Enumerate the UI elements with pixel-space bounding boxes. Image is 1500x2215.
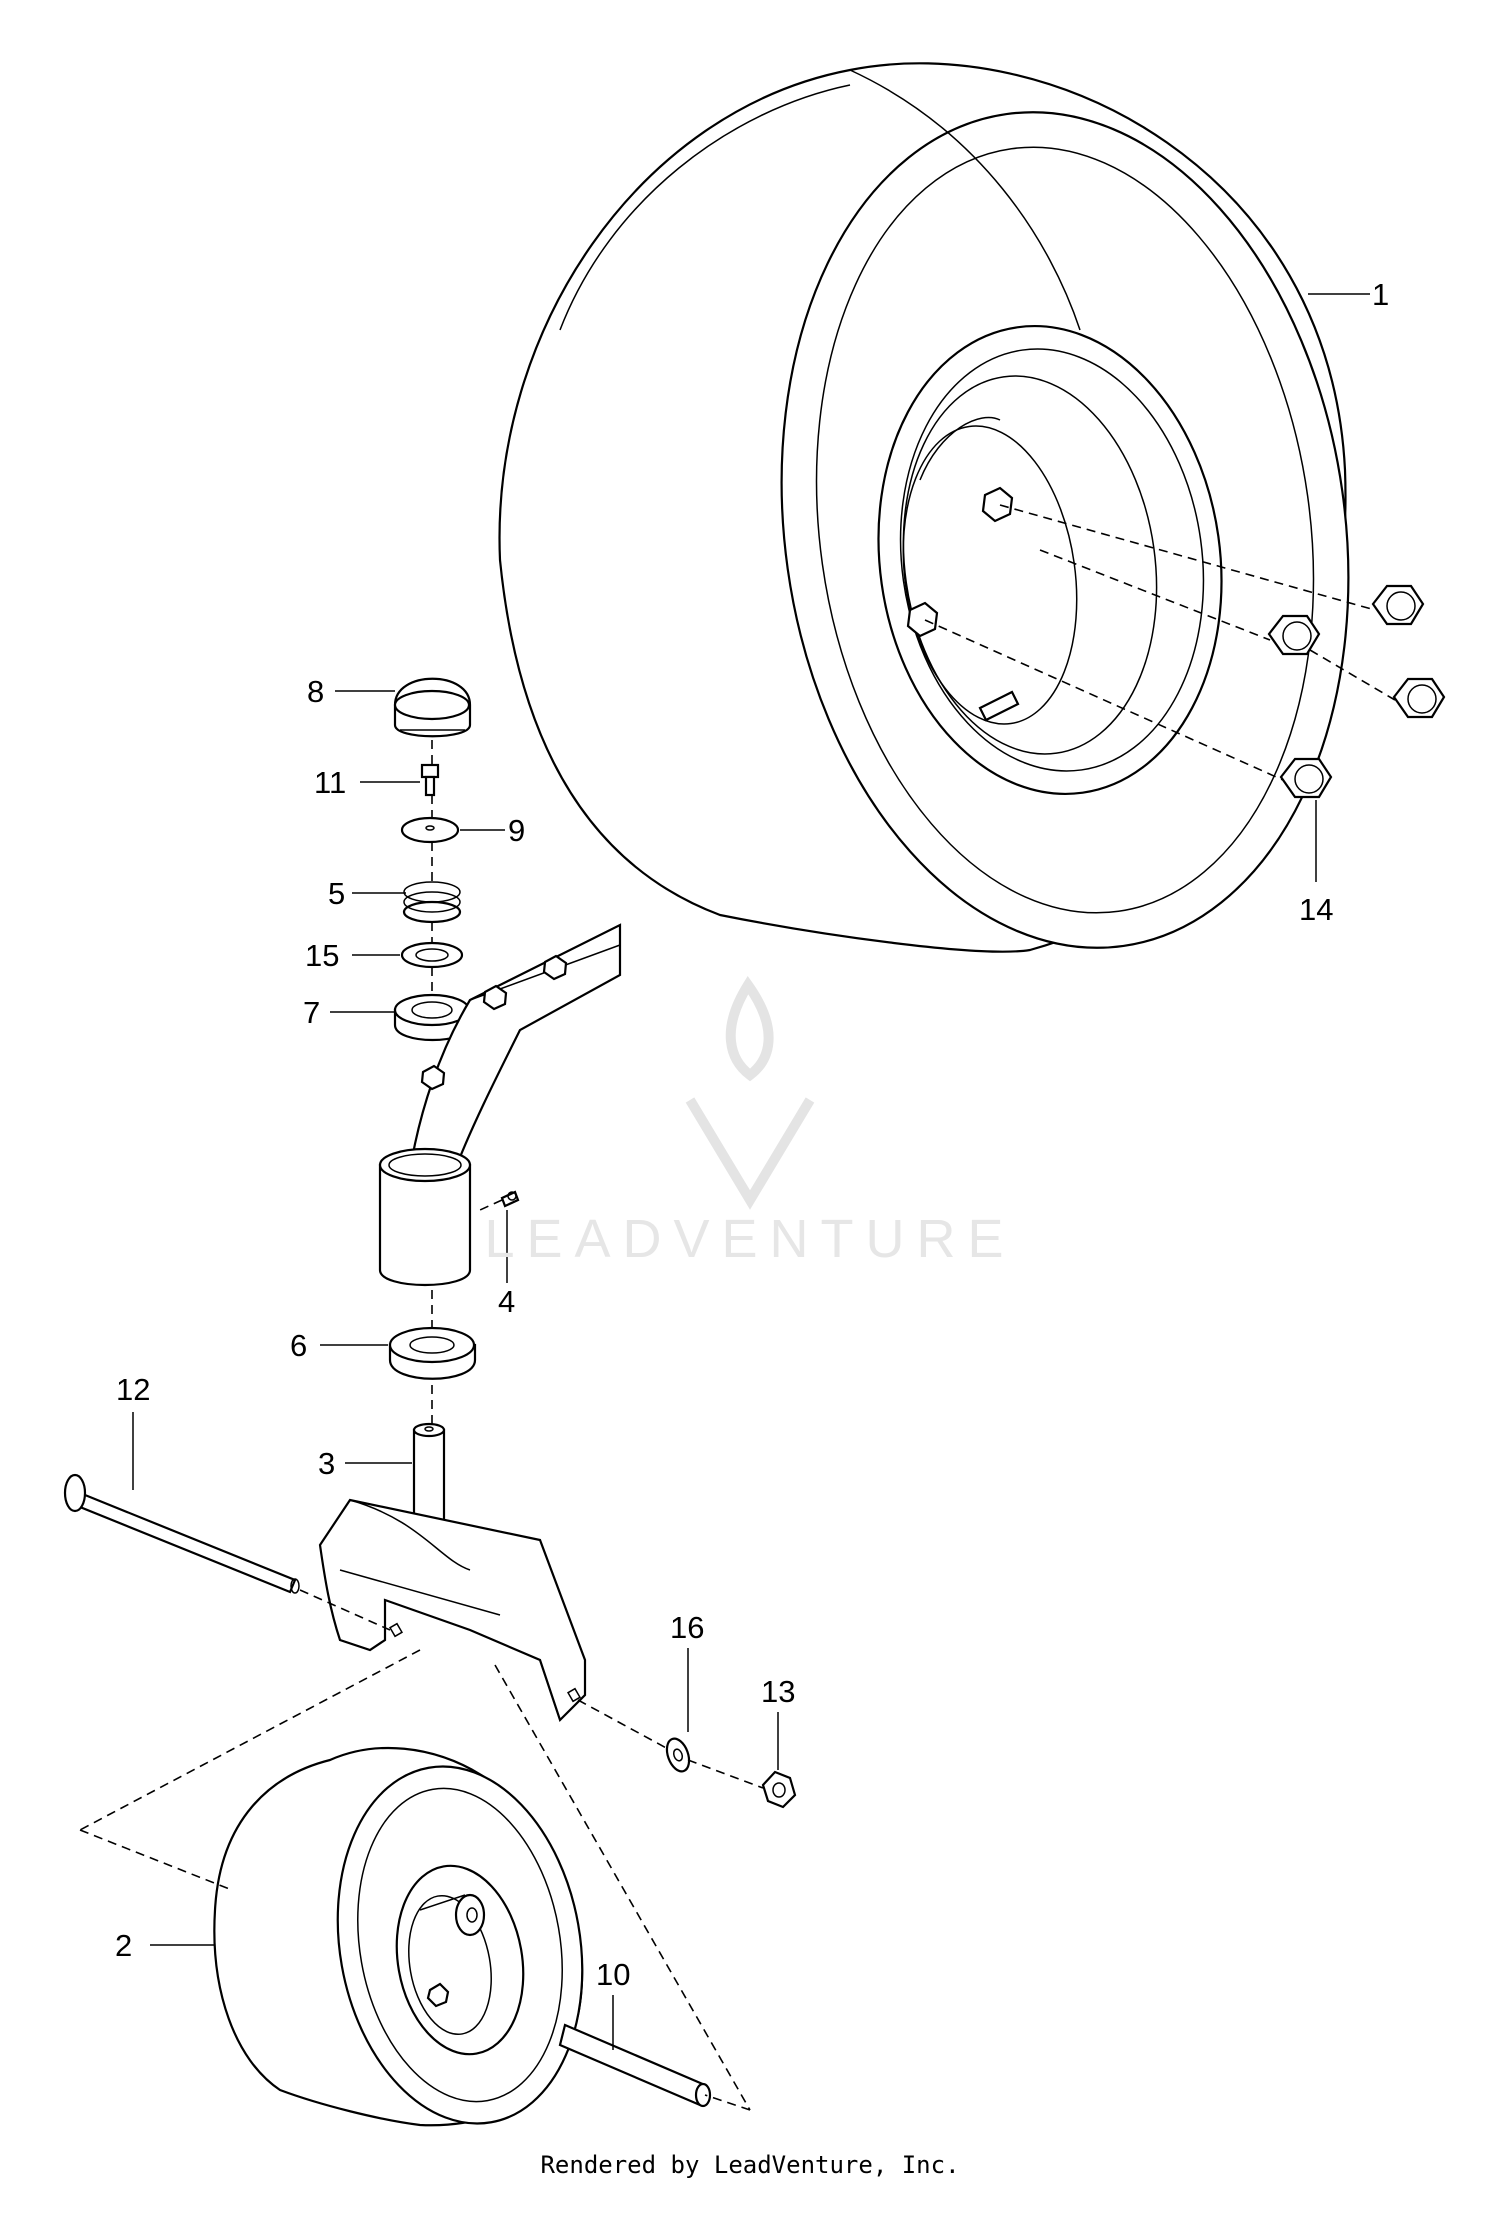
callout-5: 5 [328, 876, 345, 911]
caster-frame-arm [378, 923, 622, 1287]
callout-13: 13 [761, 1674, 795, 1709]
callout-4: 4 [498, 1284, 515, 1319]
explosion-lines [79, 740, 764, 2111]
part-11-grease-fitting [420, 763, 440, 797]
callout-16: 16 [670, 1610, 704, 1645]
callout-1: 1 [1372, 277, 1389, 312]
part-9-cap [400, 816, 460, 844]
callout-6: 6 [290, 1328, 307, 1363]
part-16-washer [665, 1737, 691, 1773]
watermark-text: LEADVENTURE [484, 1209, 1016, 1269]
callout-7: 7 [303, 995, 320, 1030]
part-2-caster-wheel [213, 1746, 584, 2127]
footer-credit: Rendered by LeadVenture, Inc. [540, 2151, 960, 2179]
leadventure-watermark-logo-icon [685, 975, 815, 1210]
part-10-spacer-tube [558, 2023, 712, 2108]
part-15-washer [400, 941, 464, 969]
part-5-spring [402, 881, 462, 924]
part-6-lower-bearing [388, 1326, 477, 1380]
callout-15: 15 [305, 938, 339, 973]
part-14-lug-nuts [1267, 584, 1446, 799]
part-1-drive-wheel [498, 62, 1350, 953]
callout-14: 14 [1299, 892, 1333, 927]
lug-nut-explosion-lines [924, 504, 1396, 781]
caster-fork [318, 1498, 587, 1723]
callout-2: 2 [115, 1928, 132, 1963]
callout-labels: 1 2 3 4 5 6 7 8 9 10 11 12 13 14 15 16 [115, 277, 1389, 1992]
callout-8: 8 [307, 674, 324, 709]
callout-12: 12 [116, 1372, 150, 1407]
callout-9: 9 [508, 813, 525, 848]
callout-10: 10 [596, 1957, 630, 1992]
part-12-axle-bolt [63, 1473, 300, 1594]
part-8-dust-cap [393, 677, 472, 738]
callout-3: 3 [318, 1446, 335, 1481]
part-13-nut [761, 1770, 797, 1809]
callout-11: 11 [314, 765, 346, 800]
part-4-grease-zerk [500, 1190, 520, 1208]
callout-leaders [132, 293, 1370, 2050]
